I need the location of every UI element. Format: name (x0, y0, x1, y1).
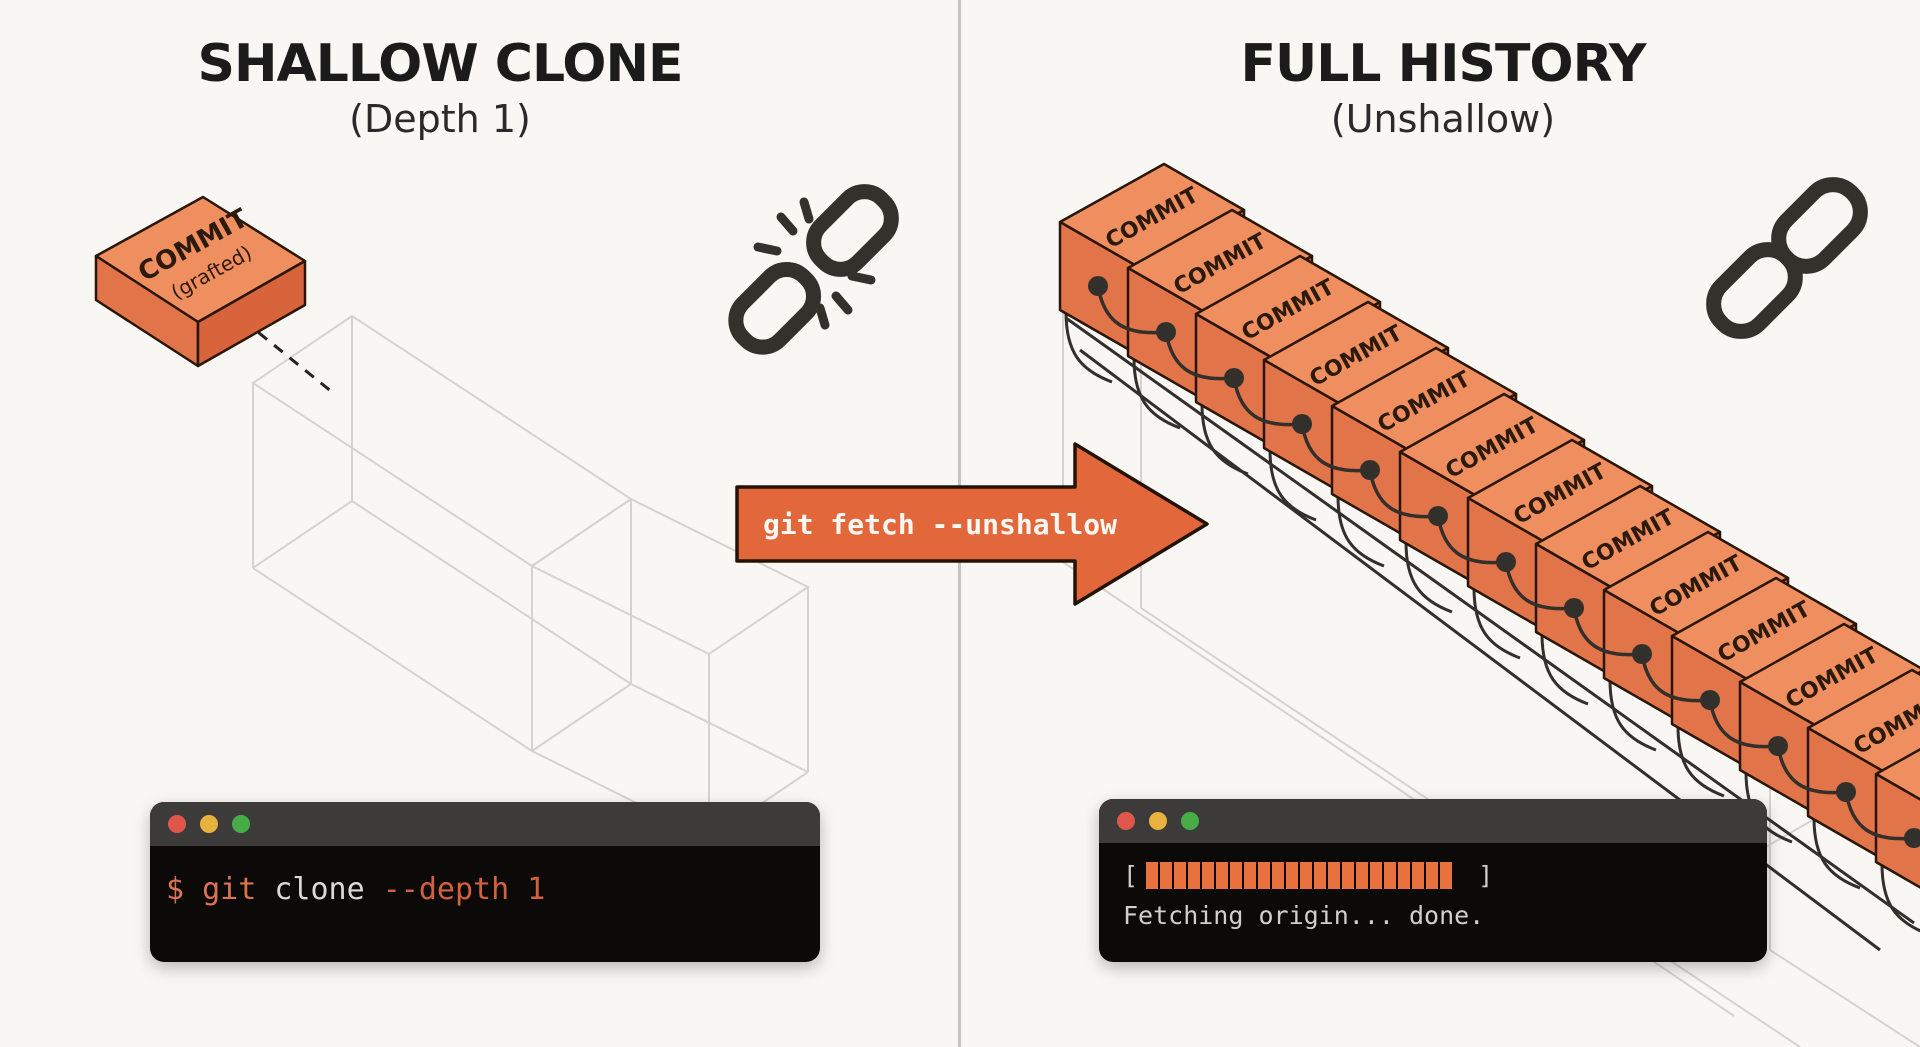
broken-chain-icon (728, 184, 899, 355)
right-panel-subtitle: (Unshallow) (1330, 97, 1556, 142)
terminal-window-fetch: [] Fetching origin... done. (1099, 799, 1767, 962)
commit-link-wire (1844, 791, 1915, 841)
progress-segment (1174, 861, 1187, 889)
left-panel-subtitle: (Depth 1) (349, 97, 531, 142)
left-panel-title: SHALLOW CLONE (197, 34, 684, 94)
chain-rail (1065, 316, 1915, 925)
command-token: --depth 1 (382, 872, 546, 907)
fetch-status-line: Fetching origin... done. (1123, 901, 1485, 930)
commit-tail-wire (1404, 541, 1453, 614)
commit-tail-wire (1200, 403, 1249, 476)
progress-open-bracket: [ (1123, 861, 1139, 890)
progress-segment (1258, 861, 1271, 889)
traffic-light-red-icon (1117, 812, 1135, 830)
commit-link-wire (1232, 377, 1303, 427)
progress-segment (1244, 861, 1257, 889)
progress-bar (1146, 861, 1454, 889)
traffic-light-yellow-icon (200, 815, 218, 833)
commit-box: COMMIT (1874, 735, 1920, 889)
progress-segment (1328, 861, 1341, 889)
commit-link-wire (1300, 423, 1371, 473)
commit-tail-wire (1812, 817, 1861, 890)
commit-link-wire (1708, 699, 1779, 749)
command-token: $ git (166, 872, 275, 907)
progress-close-bracket: ] (1478, 861, 1494, 890)
traffic-light-red-icon (168, 815, 186, 833)
terminal-titlebar (150, 802, 820, 846)
progress-segment (1146, 861, 1159, 889)
progress-segment (1300, 861, 1313, 889)
commit-link-wire (1368, 469, 1439, 519)
progress-segment (1370, 861, 1383, 889)
clone-command-line: $ git clone --depth 1 (166, 872, 820, 907)
progress-segment (1216, 861, 1229, 889)
progress-line: [] (1123, 856, 1767, 896)
commit-tail-wire (1132, 357, 1181, 430)
commit-link-wire (1504, 561, 1575, 611)
terminal-titlebar (1099, 799, 1767, 843)
progress-segment (1314, 861, 1327, 889)
left-panel-header: SHALLOW CLONE (Depth 1) (0, 34, 880, 143)
commit-tail-wire (1472, 587, 1521, 660)
commit-link-wire (1164, 331, 1235, 381)
traffic-light-yellow-icon (1149, 812, 1167, 830)
progress-segment (1272, 861, 1285, 889)
commit-tail-wire (1064, 311, 1113, 384)
break-spark-lines (753, 197, 876, 330)
commit-tail-wire (1540, 633, 1589, 706)
progress-segment (1398, 861, 1411, 889)
fetch-arrow: git fetch --unshallow (735, 442, 1209, 606)
progress-segment (1230, 861, 1243, 889)
commit-chain: COMMITCOMMITCOMMITCOMMITCOMMITCOMMITCOMM… (1058, 162, 1920, 889)
progress-segment (1188, 861, 1201, 889)
commit-link-wires (1096, 285, 1915, 841)
commit-tail-wire (1268, 449, 1317, 522)
progress-segment (1440, 861, 1453, 889)
commit-link-wire (1640, 653, 1711, 703)
terminal-window-clone: $ git clone --depth 1 (150, 802, 820, 962)
ghost-history-wireframe-left (251, 314, 810, 841)
progress-segment (1160, 861, 1173, 889)
progress-segment (1384, 861, 1397, 889)
traffic-light-green-icon (232, 815, 250, 833)
commit-link-wire (1096, 285, 1167, 335)
commit-tail-wire (1608, 679, 1657, 752)
progress-segment (1426, 861, 1439, 889)
commit-link-wire (1776, 745, 1847, 795)
progress-segment (1412, 861, 1425, 889)
chain-link-icon (1706, 177, 1868, 339)
commit-link-wire (1436, 515, 1507, 565)
fetch-arrow-label: git fetch --unshallow (763, 508, 1117, 541)
commit-tail-wire (1336, 495, 1385, 568)
commit-link-wire (1572, 607, 1643, 657)
right-panel-header: FULL HISTORY (Unshallow) (960, 34, 1920, 143)
progress-segment (1202, 861, 1215, 889)
right-panel-title: FULL HISTORY (1240, 34, 1647, 94)
commit-tail-wire (1676, 725, 1725, 798)
progress-segment (1356, 861, 1369, 889)
grafted-commit-box: COMMIT (grafted) (94, 195, 307, 368)
commit-tail-wire (1880, 863, 1920, 933)
progress-segment (1286, 861, 1299, 889)
traffic-light-green-icon (1181, 812, 1199, 830)
progress-segment (1342, 861, 1355, 889)
command-token: clone (274, 872, 383, 907)
